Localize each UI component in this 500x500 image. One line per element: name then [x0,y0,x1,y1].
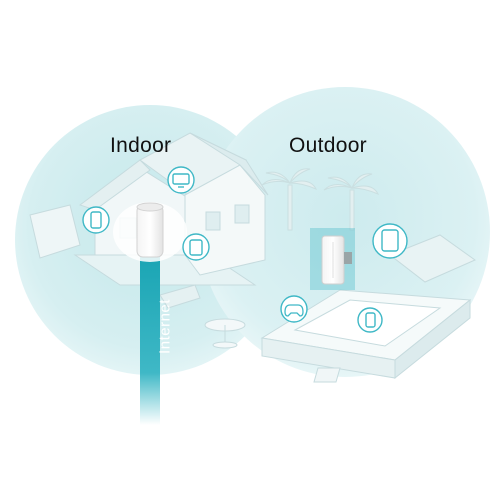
outdoor-label: Outdoor [289,134,367,157]
patio-table [204,318,246,349]
gamepad-icon [280,295,308,323]
phone-icon [82,206,110,234]
tablet-icon [372,223,408,259]
indoor-mesh-unit-icon [113,202,187,262]
internet-beam [140,250,160,425]
palm-trees [261,168,380,231]
phone-icon [357,307,383,333]
indoor-label: Indoor [110,134,172,157]
outdoor-access-point-icon [310,228,355,290]
tv-icon [167,166,195,194]
tablet-icon [182,233,210,261]
internet-label: Internet [156,299,174,354]
